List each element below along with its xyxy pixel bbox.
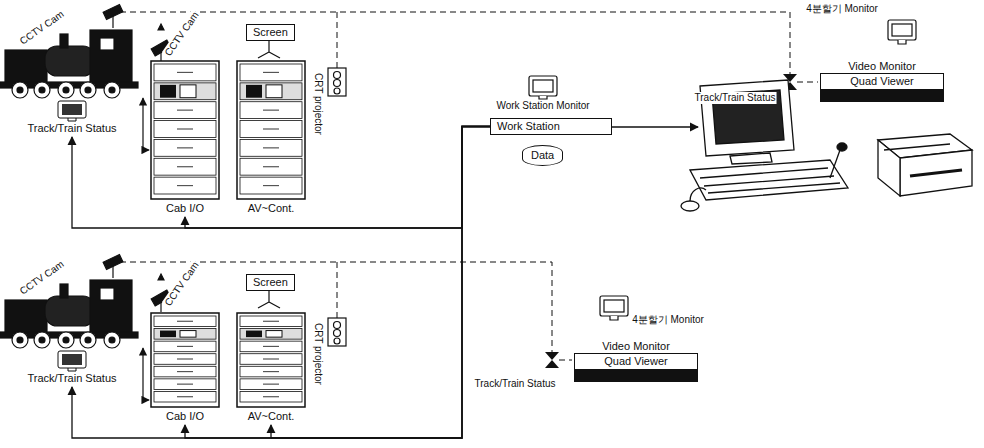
- quad-viewer: Video MonitorQuad Viewer: [818, 60, 946, 102]
- status-monitor: Track/Train Status: [8, 100, 136, 135]
- computer-figure: [598, 80, 972, 211]
- node-text: Track/Train Status: [8, 122, 136, 135]
- node-text: Work Station: [497, 120, 605, 133]
- annotation-label: Track/Train Status: [474, 378, 557, 390]
- connector: [185, 127, 490, 229]
- annotation-label: CRT projector: [312, 72, 324, 136]
- cctv-camera: [103, 5, 171, 62]
- equipment-rack: AV~Cont.: [236, 60, 306, 215]
- equipment-rack: Cab I/O: [150, 60, 220, 215]
- data-store: Data: [522, 145, 563, 166]
- connector: [72, 127, 490, 439]
- annotation-label: 4분할기 Monitor: [805, 3, 879, 15]
- rack-figure: [236, 60, 306, 200]
- annotation-label: CCTV Cam: [162, 259, 202, 309]
- equipment-rack: AV~Cont.: [236, 312, 306, 423]
- screen-box: Screen: [246, 274, 295, 291]
- viewer-base: [574, 370, 698, 382]
- node-text: Video Monitor: [572, 340, 700, 353]
- rack-figure: [150, 60, 220, 200]
- connector: [185, 127, 490, 439]
- viewer-base: [820, 90, 944, 102]
- node-text: Cab I/O: [150, 410, 220, 423]
- monitor-icon: [57, 100, 87, 122]
- viewer-box: Quad Viewer: [820, 73, 944, 90]
- simulator-row: [0, 5, 346, 150]
- node-text: Data: [531, 149, 554, 162]
- workstation-box: Work Station: [490, 118, 612, 135]
- node-text: Cab I/O: [150, 202, 220, 215]
- node-text: Quad Viewer: [827, 75, 937, 88]
- screen-tripod: [258, 40, 280, 58]
- status-monitor: Track/Train Status: [8, 350, 136, 385]
- viewer-box: Quad Viewer: [574, 353, 698, 370]
- annotation-label: CRT projector: [312, 322, 324, 386]
- annotation-label: Track/Train Status: [694, 92, 777, 104]
- node-text: Quad Viewer: [581, 355, 691, 368]
- rack-figure: [236, 312, 306, 408]
- node-text: Track/Train Status: [8, 372, 136, 385]
- rack-figure: [150, 312, 220, 408]
- node-text: Screen: [253, 276, 288, 289]
- equipment-rack: Cab I/O: [150, 312, 220, 423]
- connector: [72, 127, 490, 229]
- screen-box: Screen: [246, 24, 295, 41]
- node-text: AV~Cont.: [236, 202, 306, 215]
- node-text: Video Monitor: [818, 60, 946, 73]
- node-text: Screen: [253, 26, 288, 39]
- crt-projector: [328, 68, 346, 96]
- monitor-icon: [57, 350, 87, 372]
- annotation-label: CCTV Cam: [162, 9, 202, 59]
- node-text: AV~Cont.: [236, 410, 306, 423]
- annotation-label: 4분할기 Monitor: [631, 314, 705, 326]
- train-link: [143, 98, 149, 150]
- quad-viewer: Video MonitorQuad Viewer: [572, 340, 700, 382]
- annotation-label: Work Station Monitor: [495, 100, 590, 112]
